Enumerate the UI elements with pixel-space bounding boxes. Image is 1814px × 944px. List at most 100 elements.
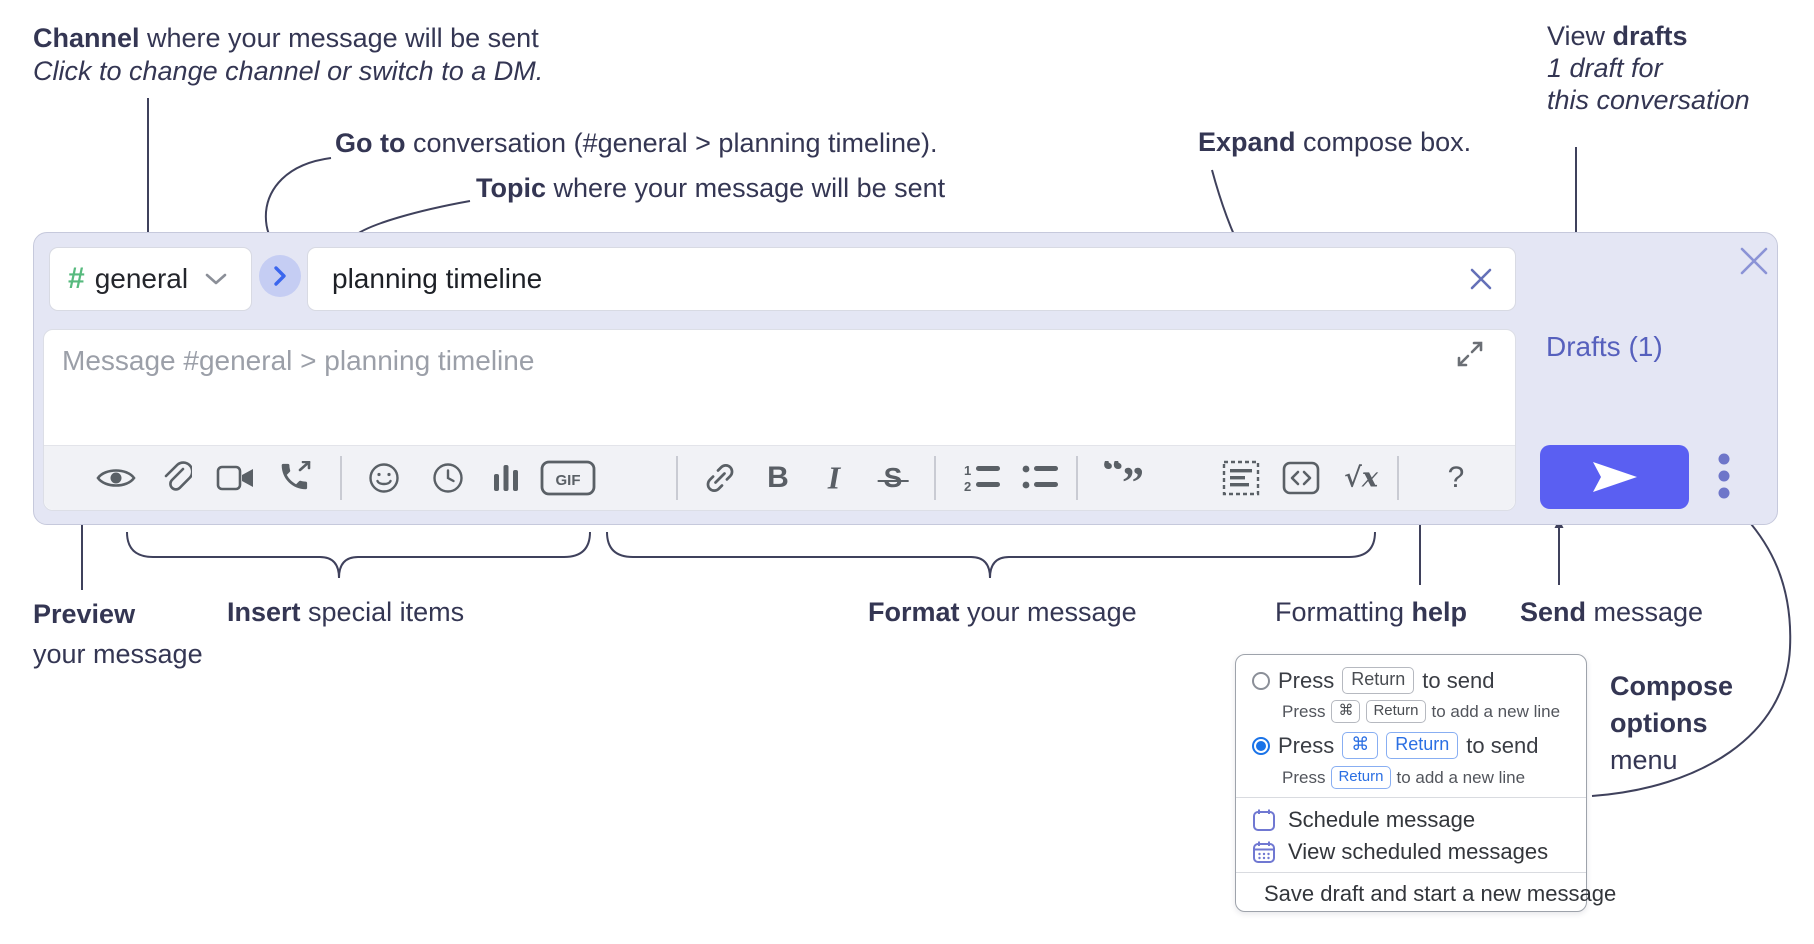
preview-message-icon[interactable] xyxy=(96,464,136,492)
format-annotation-rest: your message xyxy=(959,597,1137,627)
compose-options-menu-button[interactable] xyxy=(1710,449,1738,505)
code-icon[interactable] xyxy=(1282,461,1320,495)
strikethrough-icon[interactable]: S xyxy=(877,462,909,494)
message-area[interactable]: Message #general > planning timeline xyxy=(43,329,1516,511)
expand-annotation-rest: compose box. xyxy=(1295,127,1472,157)
drafts-annotation-pre: View xyxy=(1547,21,1613,51)
bulleted-list-icon[interactable] xyxy=(1020,463,1060,493)
send-icon xyxy=(1592,462,1637,492)
svg-text:“: “ xyxy=(1102,461,1124,495)
enter-sends-subtext: Press ⌘ Return to add a new line xyxy=(1282,700,1576,723)
italic-icon[interactable]: I xyxy=(827,459,841,496)
clear-topic-icon[interactable] xyxy=(1467,265,1495,293)
radio-selected-icon[interactable] xyxy=(1252,736,1270,755)
goto-annotation-rest: conversation (#general > planning timeli… xyxy=(405,128,938,158)
channel-name: general xyxy=(94,263,189,294)
cmd-enter-sends-option[interactable]: Press ⌘ Return to send xyxy=(1252,732,1576,759)
channel-annotation-line2: Click to change channel or switch to a D… xyxy=(33,56,544,86)
channel-selector[interactable]: # general xyxy=(49,247,252,311)
channel-annotation-bold: Channel xyxy=(33,23,140,53)
video-call-icon[interactable] xyxy=(216,464,256,492)
chevron-down-icon xyxy=(204,271,228,287)
send-annotation-bold: Send xyxy=(1520,597,1587,627)
attach-file-icon[interactable] xyxy=(160,461,192,495)
expand-annotation-bold: Expand xyxy=(1198,127,1296,157)
popup-divider xyxy=(1236,872,1586,873)
drafts-annotation-bold: drafts xyxy=(1612,21,1688,51)
press-label: Press xyxy=(1282,767,1326,787)
format-annotation: Format your message xyxy=(868,596,1137,629)
enter-sends-option[interactable]: Press Return to send xyxy=(1252,667,1576,694)
cmd-key: ⌘ xyxy=(1342,732,1379,759)
compose-toolbar: GIF B I S xyxy=(44,445,1515,510)
compose-options-popup: Press Return to send Press ⌘ Return to a… xyxy=(1235,654,1616,912)
poll-icon[interactable] xyxy=(492,463,520,493)
strike-line xyxy=(877,479,909,482)
go-to-conversation-button[interactable] xyxy=(259,255,301,297)
compose-box: # general planning timeline Message #gen… xyxy=(33,232,1778,525)
toolbar-divider xyxy=(1076,456,1078,500)
channel-annotation: Channel where your message will be sent … xyxy=(33,22,543,88)
drafts-annotation-line2: 1 draft for xyxy=(1547,53,1663,83)
save-draft-item[interactable]: Save draft and start a new message xyxy=(1252,881,1616,907)
emoji-icon[interactable] xyxy=(368,462,400,494)
cmd-enter-sends-subtext: Press Return to add a new line xyxy=(1282,766,1576,789)
help-annotation-pre: Formatting xyxy=(1275,597,1412,627)
toolbar-divider xyxy=(340,456,342,500)
cmd-key: ⌘ xyxy=(1331,700,1361,723)
schedule-message-item[interactable]: Schedule message xyxy=(1252,807,1576,833)
insert-annotation: Insert special items xyxy=(227,596,464,629)
insert-annotation-rest: special items xyxy=(300,597,465,627)
math-icon[interactable]: √x xyxy=(1344,462,1378,494)
drafts-link[interactable]: Drafts (1) xyxy=(1546,331,1663,362)
radio-unselected-icon[interactable] xyxy=(1252,671,1270,690)
send-button[interactable] xyxy=(1540,445,1689,509)
message-formatting-help-icon[interactable]: ? xyxy=(1447,461,1465,494)
to-send-label: to send xyxy=(1466,732,1539,758)
view-scheduled-messages-label: View scheduled messages xyxy=(1288,839,1549,864)
topic-input[interactable]: planning timeline xyxy=(307,247,1516,311)
insert-annotation-bold: Insert xyxy=(227,597,301,627)
add-line-label: to add a new line xyxy=(1431,701,1561,721)
help-annotation-bold: help xyxy=(1411,597,1468,627)
preview-annotation: Preview your message xyxy=(33,594,203,674)
global-time-icon[interactable] xyxy=(432,462,464,494)
view-scheduled-messages-item[interactable]: View scheduled messages xyxy=(1252,839,1576,865)
schedule-message-label: Schedule message xyxy=(1288,807,1476,832)
expand-annotation: Expand compose box. xyxy=(1198,126,1471,159)
send-annotation-rest: message xyxy=(1586,597,1704,627)
preview-annotation-line2: your message xyxy=(33,639,203,669)
save-draft-label: Save draft and start a new message xyxy=(1264,881,1617,906)
compose-menu-annotation-line2: options xyxy=(1610,708,1708,738)
press-label: Press xyxy=(1282,701,1326,721)
channel-hash-icon: # xyxy=(68,262,85,295)
svg-text:2: 2 xyxy=(964,479,971,493)
calendar-icon xyxy=(1253,809,1275,831)
toolbar-divider xyxy=(934,456,936,500)
topic-value: planning timeline xyxy=(332,263,543,294)
drafts-annotation: View drafts 1 draft for this conversatio… xyxy=(1547,20,1750,116)
gif-icon[interactable]: GIF xyxy=(540,460,596,496)
quote-icon[interactable]: “” xyxy=(1102,461,1146,495)
link-icon[interactable] xyxy=(703,461,737,495)
spoiler-icon[interactable] xyxy=(1222,460,1260,496)
drafts-annotation-line3: this conversation xyxy=(1547,85,1750,115)
help-annotation: Formatting help xyxy=(1275,596,1467,629)
goto-annotation-bold: Go to xyxy=(335,128,406,158)
toolbar-divider xyxy=(1397,456,1399,500)
svg-text:GIF: GIF xyxy=(556,472,581,489)
toolbar-divider xyxy=(676,456,678,500)
bold-icon[interactable]: B xyxy=(767,461,789,494)
popup-divider xyxy=(1236,797,1586,798)
kebab-menu-icon xyxy=(1718,453,1730,499)
add-line-label: to add a new line xyxy=(1396,767,1526,787)
voice-call-icon[interactable] xyxy=(279,461,313,495)
compose-menu-annotation-line1: Compose xyxy=(1610,671,1734,701)
compose-menu-annotation-line3: menu xyxy=(1610,745,1678,775)
close-compose-icon[interactable] xyxy=(1738,245,1770,277)
preview-annotation-bold: Preview xyxy=(33,599,136,629)
expand-compose-icon[interactable] xyxy=(1454,338,1486,370)
goto-annotation: Go to conversation (#general > planning … xyxy=(335,127,938,160)
